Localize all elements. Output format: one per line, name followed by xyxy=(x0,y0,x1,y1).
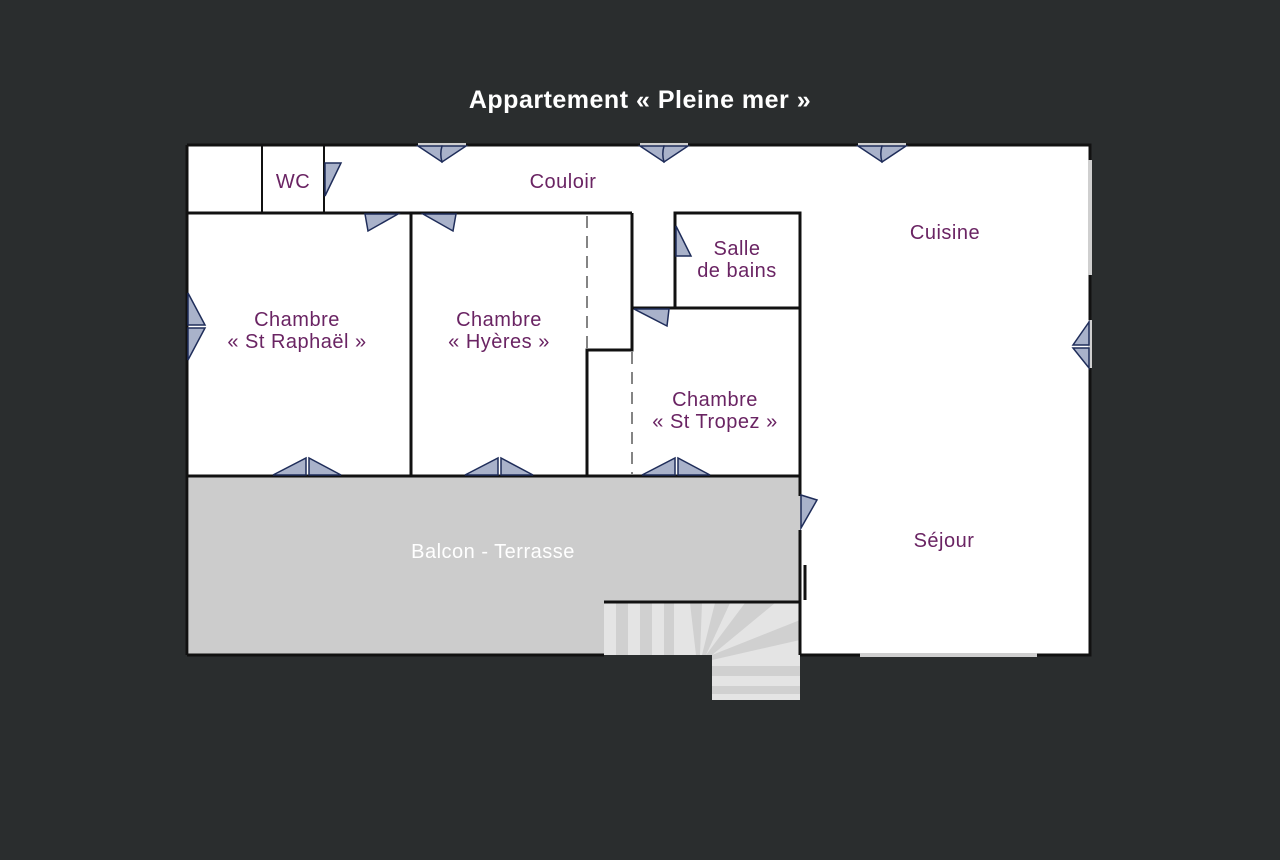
room-label-wc: WC xyxy=(276,171,310,193)
room-label-balcon: Balcon - Terrasse xyxy=(411,541,575,563)
room-label-hyeres-2: « Hyères » xyxy=(448,331,550,353)
room-label-raphael-2: « St Raphaël » xyxy=(227,331,366,353)
room-label-sejour: Séjour xyxy=(914,530,975,552)
room-label-hyeres-1: Chambre xyxy=(456,309,542,331)
room-label-tropez-1: Chambre xyxy=(672,389,758,411)
walls xyxy=(185,143,1092,657)
room-label-cuisine: Cuisine xyxy=(910,222,980,244)
room-label-tropez-2: « St Tropez » xyxy=(652,411,777,433)
room-label-raphael-1: Chambre xyxy=(254,309,340,331)
plan-title: Appartement « Pleine mer » xyxy=(468,86,812,114)
staircase xyxy=(604,603,800,700)
room-label-salle-de-bains-2: de bains xyxy=(697,260,777,282)
doors xyxy=(187,145,1090,531)
room-label-salle-de-bains-1: Salle xyxy=(714,238,761,260)
windows xyxy=(418,143,1092,657)
room-label-couloir: Couloir xyxy=(530,171,597,193)
